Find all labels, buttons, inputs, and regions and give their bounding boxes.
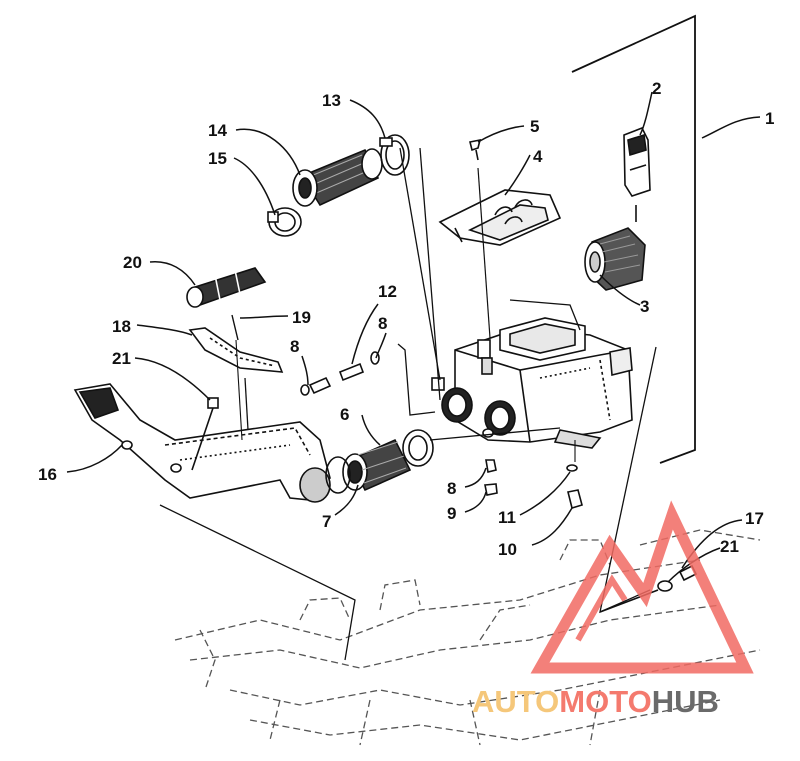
watermark-triangle-icon bbox=[530, 500, 754, 674]
part-2-sensor bbox=[623, 126, 651, 222]
callout-14: 14 bbox=[208, 121, 227, 140]
part-13-clamp bbox=[379, 134, 410, 176]
air-box-housing bbox=[454, 317, 633, 449]
part-4-cover bbox=[438, 189, 562, 246]
part-14-boot bbox=[292, 148, 383, 207]
callout-8-upper: 8 bbox=[378, 314, 387, 333]
callout-20: 20 bbox=[123, 253, 142, 272]
callout-21-left: 21 bbox=[112, 349, 131, 368]
watermark-moto: MOTO bbox=[559, 684, 651, 719]
part-20-tube bbox=[186, 267, 267, 308]
watermark-logo: AUTOMOTOHUB bbox=[472, 500, 754, 719]
callout-21-right: 21 bbox=[720, 537, 739, 556]
callout-4: 4 bbox=[533, 147, 543, 166]
watermark-hub: HUB bbox=[652, 684, 719, 719]
callout-6: 6 bbox=[340, 405, 349, 424]
callout-1: 1 bbox=[765, 109, 774, 128]
callout-13: 13 bbox=[322, 91, 341, 110]
callout-16: 16 bbox=[38, 465, 57, 484]
part-21-bolt-left bbox=[191, 397, 219, 471]
part-6-coupler bbox=[342, 438, 412, 492]
callout-18: 18 bbox=[112, 317, 131, 336]
part-16-duct bbox=[73, 383, 331, 503]
callout-8-lower: 8 bbox=[447, 479, 456, 498]
svg-text:AUTOMOTOHUB: AUTOMOTOHUB bbox=[472, 684, 719, 719]
callout-5: 5 bbox=[530, 117, 539, 136]
callout-17: 17 bbox=[745, 509, 764, 528]
callout-leaders bbox=[66, 91, 761, 583]
callout-9: 9 bbox=[447, 504, 456, 523]
part-18-strap bbox=[188, 327, 284, 373]
leader-lines bbox=[159, 147, 657, 661]
callout-10: 10 bbox=[498, 540, 517, 559]
watermark-auto: AUTO bbox=[472, 684, 559, 719]
callout-15: 15 bbox=[208, 149, 227, 168]
callout-8-left: 8 bbox=[290, 337, 299, 356]
callout-3: 3 bbox=[640, 297, 649, 316]
part-19-screw bbox=[231, 314, 243, 441]
assembly-bracket bbox=[571, 14, 696, 464]
part-12-hose bbox=[338, 362, 365, 382]
air-box-ports bbox=[431, 339, 516, 436]
callout-labels: 1 2 3 4 5 6 7 8 8 8 9 10 11 12 13 14 15 … bbox=[38, 79, 774, 559]
frame-outline bbox=[174, 529, 761, 746]
part-15-clamp bbox=[267, 207, 302, 237]
part-7-clamp bbox=[325, 429, 434, 494]
part-5-screw bbox=[469, 138, 491, 339]
callout-2: 2 bbox=[652, 79, 661, 98]
part-3-filter bbox=[584, 227, 646, 291]
part-11-10-fasteners bbox=[566, 440, 583, 510]
callout-7: 7 bbox=[322, 512, 331, 531]
callout-19: 19 bbox=[292, 308, 311, 327]
callout-11: 11 bbox=[498, 508, 516, 527]
callout-12: 12 bbox=[378, 282, 397, 301]
